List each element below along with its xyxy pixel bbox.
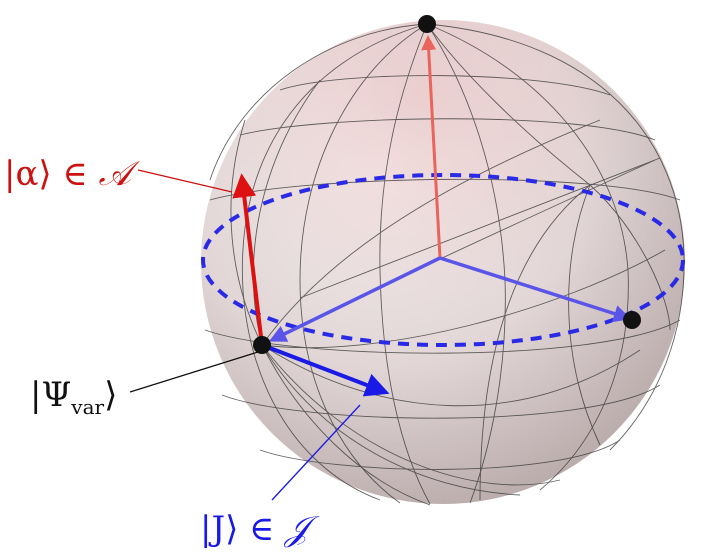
tangent-vector-j — [261, 343, 390, 397]
leader-alpha — [137, 169, 233, 193]
sphere — [201, 20, 685, 504]
label-j: |J⟩ ∈ 𝒥 — [200, 509, 320, 549]
leader-j — [271, 404, 361, 501]
point-north — [418, 15, 436, 33]
label-psi: |Ψvar⟩ — [30, 375, 117, 419]
tangent-vector-alpha — [232, 173, 264, 346]
leader-psi — [129, 351, 259, 393]
label-alpha: |α⟩ ∈ 𝒜 — [4, 154, 140, 194]
vector-east — [439, 256, 632, 323]
equator-dashed — [201, 173, 685, 347]
point-psi — [253, 336, 271, 354]
vector-west — [268, 256, 441, 342]
points — [253, 15, 641, 354]
point-east — [623, 311, 641, 329]
center-vectors — [268, 35, 632, 342]
vector-north — [421, 35, 442, 259]
